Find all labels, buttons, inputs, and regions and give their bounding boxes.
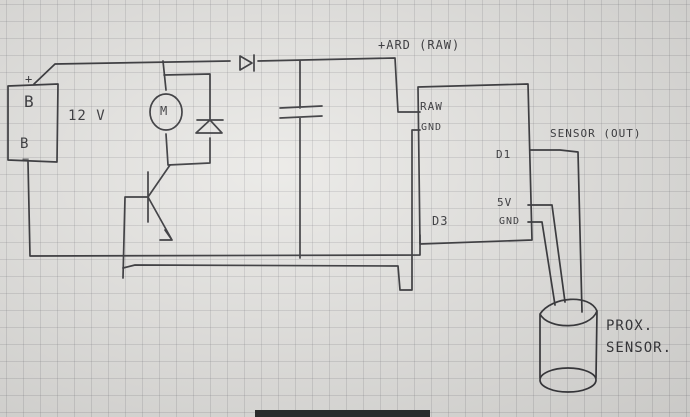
pin-5v-label: 5V xyxy=(497,196,513,209)
pin-d1-label: D1 xyxy=(496,148,512,161)
prox-sensor-body xyxy=(539,298,598,379)
arduino-board xyxy=(417,83,533,245)
flyback-diode-symbol xyxy=(195,119,224,134)
prox-sensor-line1-label: PROX. xyxy=(606,318,654,334)
prox-sensor-line2-label: SENSOR. xyxy=(606,340,673,356)
bottom-dark-strip xyxy=(255,410,430,417)
pin-raw-label: RAW xyxy=(420,100,443,113)
pin-gnd-left-label: GND xyxy=(421,122,443,133)
ard-raw-label: +ARD (RAW) xyxy=(378,38,461,52)
motor-symbol xyxy=(149,93,183,131)
sensor-out-label: SENSOR (OUT) xyxy=(550,127,642,140)
sensor-signal-wire xyxy=(529,149,583,313)
sensor-gnd-wire xyxy=(527,221,556,306)
battery-plus-label: + xyxy=(25,72,34,86)
battery-minus-label: − xyxy=(22,152,31,166)
capacitor-symbol xyxy=(279,60,323,259)
sensor-power-wire xyxy=(527,204,566,303)
diode-symbol xyxy=(239,54,255,72)
voltage-label: 12 V xyxy=(68,108,106,124)
transistor-symbol xyxy=(122,164,173,279)
battery-bottom-label: B xyxy=(20,136,30,152)
top-rail-wire xyxy=(33,57,421,113)
motor-label: M xyxy=(160,104,169,118)
ground-rail-wire xyxy=(27,161,421,257)
ground-loop-wire xyxy=(122,129,421,291)
prox-sensor-base xyxy=(539,367,597,393)
pin-gnd-right-label: GND xyxy=(499,216,521,227)
motor-branch-wire xyxy=(162,60,211,166)
battery-box xyxy=(7,83,59,163)
battery-top-label: B xyxy=(24,92,35,111)
pin-d3-label: D3 xyxy=(432,214,449,228)
